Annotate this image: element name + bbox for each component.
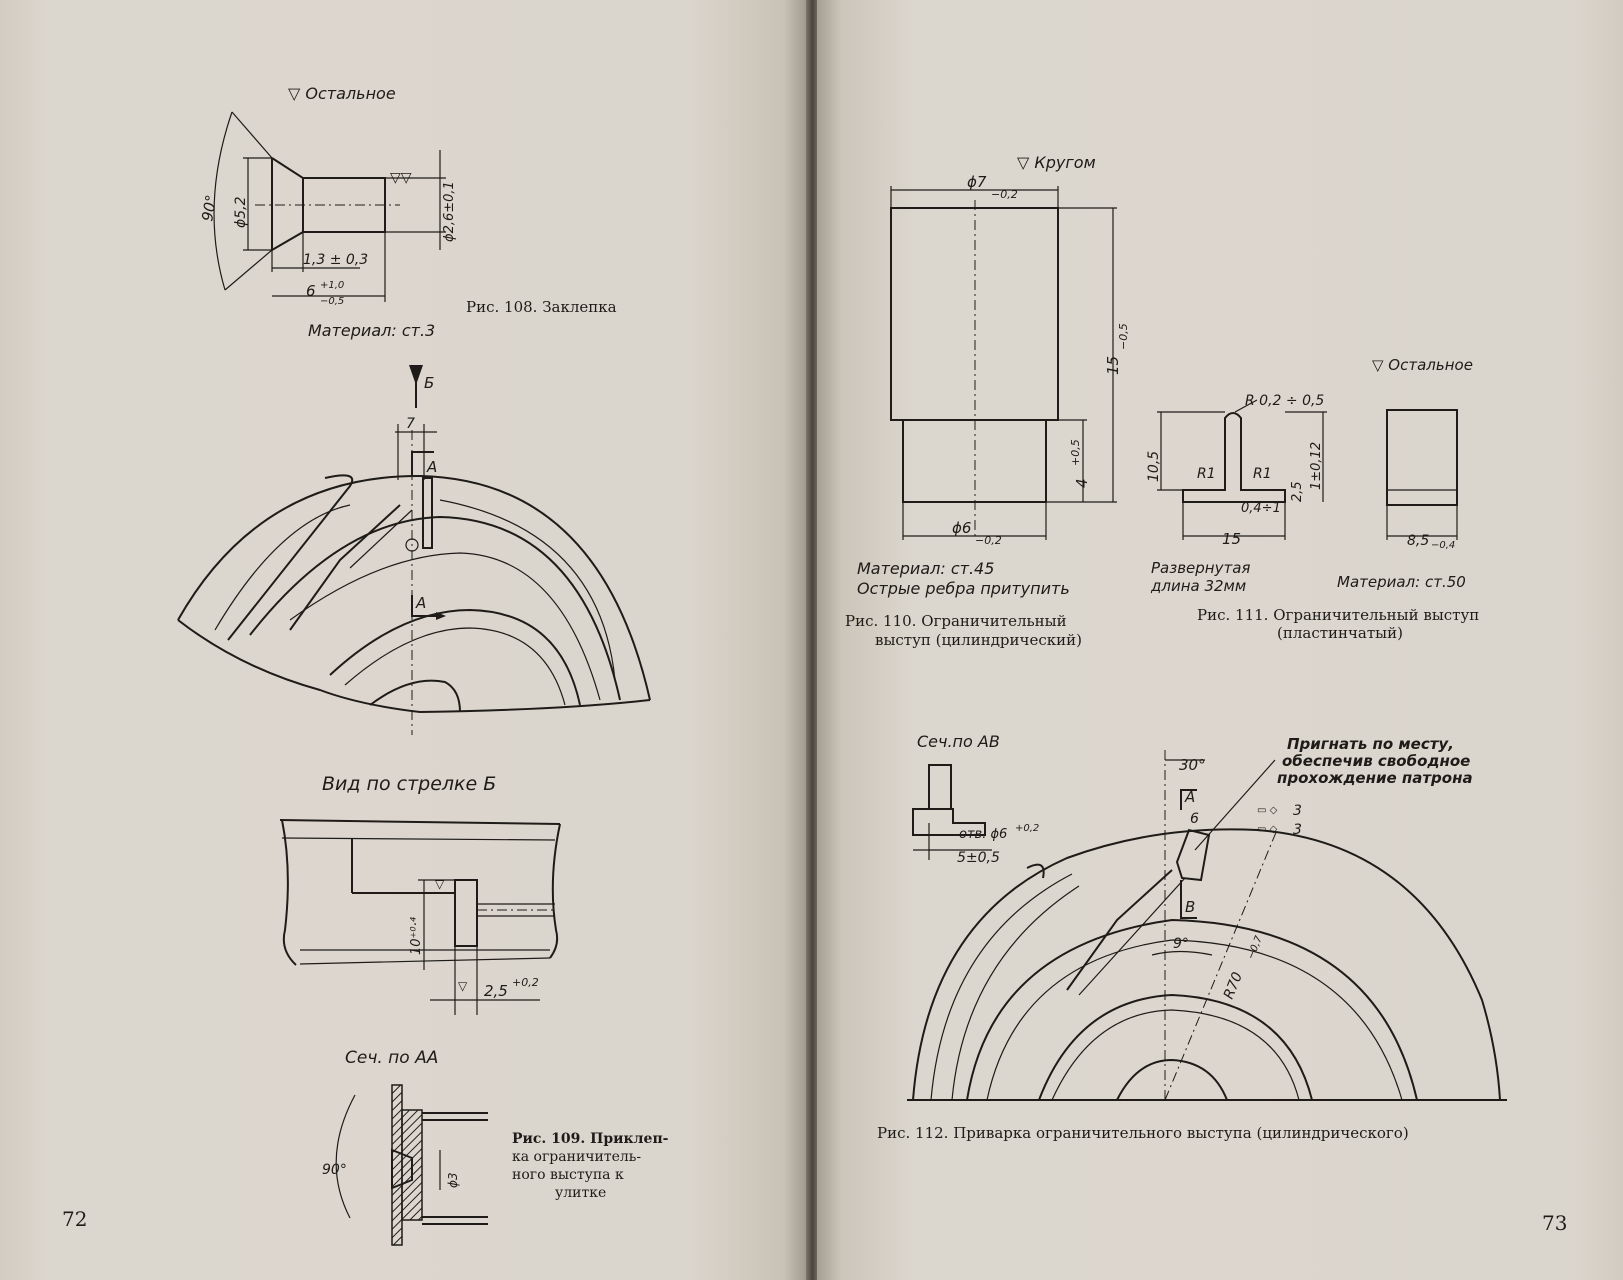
fig112-angle9: 9°	[1173, 936, 1189, 952]
right-page-drawings: ▽ Кругом ϕ7 −0,2 15 −0,5 4 +0,5	[845, 153, 1567, 1235]
fig109-view-width: 2,5	[484, 982, 508, 1000]
fig109-view-width-tol: +0,2	[512, 976, 539, 989]
fig110-pin-len: 4	[1073, 478, 1091, 488]
fig110-pin-len-tol: +0,5	[1069, 439, 1082, 466]
fig108-length-tol-up: +1,0	[320, 280, 344, 291]
fig112-angle30: 30°	[1179, 756, 1206, 774]
fig111-base-h2: 2,5	[1290, 481, 1305, 502]
fig109-sec-a-top: А	[426, 458, 437, 476]
fig111-profile	[1183, 413, 1285, 502]
fig108-shank-dia: ϕ2,6±0,1	[442, 181, 457, 242]
fig109-section-hole: ϕ3	[446, 1172, 460, 1188]
rivet-head	[272, 158, 303, 250]
fig109-section-angle: 90°	[322, 1162, 347, 1178]
fig112-section-title: Сеч.по АВ	[917, 732, 1000, 751]
fig111-top-radius: R 0,2 ÷ 0,5	[1245, 393, 1324, 409]
fig112-section-offset: 5±0,5	[957, 850, 1000, 866]
fig109-view-height: 10⁺⁰·⁴	[409, 916, 424, 955]
left-page-number: 72	[62, 1207, 87, 1231]
fig112-section-hole-tol: +0,2	[1015, 823, 1039, 834]
fig111-length: 15	[1222, 530, 1241, 548]
fig109-view-finish2: ▽	[458, 979, 468, 993]
fig110-top-dia: ϕ7	[967, 173, 987, 191]
fig108-length: 6	[306, 282, 316, 300]
fig111-note-length: длина 32мм	[1150, 577, 1246, 595]
fig112-sec-a: А	[1184, 788, 1195, 806]
fig111-side-view	[1387, 410, 1457, 505]
fig108-head-dia: ϕ5,2	[233, 196, 249, 228]
fig111-side-width-tol: −0,4	[1431, 540, 1455, 551]
fig112-weld-symbol1: ▭ ◇	[1257, 805, 1278, 816]
fig112-weld-symbol2: ▭ ◇	[1257, 824, 1278, 835]
fig109-view-finish1: ▽	[435, 877, 445, 891]
right-page-number: 73	[1542, 1211, 1567, 1235]
fig110-pin-dia-tol: −0,2	[975, 534, 1002, 547]
fig111-side-width: 8,5	[1407, 533, 1429, 549]
fig108-angle: 90°	[198, 193, 220, 222]
fig110-pin-dia: ϕ6	[952, 519, 971, 537]
fig111-base-h: 1±0,12	[1309, 442, 1324, 490]
fig110-drawing: ▽ Кругом ϕ7 −0,2 15 −0,5 4 +0,5	[857, 153, 1130, 598]
fig112-caption: Рис. 112. Приварка ограничительного выст…	[877, 1124, 1409, 1142]
fig111-r-right: R1	[1253, 466, 1272, 482]
fig111-drawing: ▽ Остальное 15 10,5 R 0,2 ÷ 0,5 R1 R1 0,…	[1146, 356, 1473, 595]
fig109-arrow-b: Б	[424, 374, 434, 392]
fig111-finish-note: ▽ Остальное	[1372, 356, 1473, 374]
fig110-note-material: Материал: ст.45	[857, 559, 994, 578]
fig112-weld2: 3	[1293, 822, 1302, 838]
fig110-note-edges: Острые ребра притупить	[857, 579, 1070, 598]
fig108-material: Материал: ст.3	[308, 321, 435, 340]
fig112-radius-tol: −0,7	[1246, 934, 1266, 961]
fig109-dim7: 7	[406, 416, 415, 432]
left-page: ▽ Остальное 90° ϕ5,2 ▽ ▽	[0, 0, 808, 1280]
fig110-caption-line2: выступ (цилиндрический)	[875, 631, 1082, 649]
fig108-length-tol-dn: −0,5	[320, 296, 344, 307]
fig112-dim6: 6	[1190, 811, 1199, 827]
fig112-drawing: Сеч.по АВ отв. ϕ6 +0,2 5±0,5 Пригнать по…	[907, 732, 1507, 1100]
fig112-section-hole: отв. ϕ6	[959, 827, 1007, 842]
fig112-sec-b: В	[1185, 898, 1195, 916]
fig112-note-line2: обеспечив свободное	[1282, 752, 1470, 770]
fig109-caption-line2: ка ограничитель-	[512, 1149, 641, 1165]
fig109-scroll-drawing: Б 7 А	[178, 365, 650, 735]
fig112-note-line3: прохождение патрона	[1277, 769, 1473, 787]
fig111-caption-line1: Рис. 111. Ограничительный выступ	[1197, 606, 1479, 624]
fig110-total-len-tol: −0,5	[1117, 323, 1130, 350]
fig111-material: Материал: ст.50	[1337, 573, 1466, 591]
fig111-thickness: 0,4÷1	[1241, 501, 1281, 516]
fig112-weld1: 3	[1293, 803, 1302, 819]
fig108-rivet-drawing: ▽ Остальное 90° ϕ5,2 ▽▽	[198, 84, 457, 340]
fig111-caption-line2: (пластинчатый)	[1277, 624, 1403, 642]
fig111-height: 10,5	[1146, 451, 1162, 482]
fig109-section-title: Сеч. по АА	[345, 1048, 438, 1068]
fig110-total-len: 15	[1104, 356, 1122, 375]
fig111-note-developed: Развернутая	[1151, 559, 1250, 577]
fig112-radius: R70	[1221, 970, 1246, 1002]
fig109-caption-line3: ного выступа к	[512, 1167, 624, 1183]
fig112-note-line1: Пригнать по месту,	[1287, 735, 1454, 753]
fig109-view-title: Вид по стрелке Б	[322, 773, 496, 795]
fig110-top-dia-tol: −0,2	[991, 188, 1018, 201]
fig108-finish-note: ▽ Остальное	[288, 84, 396, 103]
fig108-caption: Рис. 108. Заклепка	[466, 298, 617, 316]
book-gutter	[806, 0, 819, 1280]
fig109-section-drawing: 90° ϕ3	[322, 1085, 488, 1245]
left-page-drawings: ▽ Остальное 90° ϕ5,2 ▽ ▽	[62, 84, 669, 1280]
right-page: ▽ Кругом ϕ7 −0,2 15 −0,5 4 +0,5	[817, 0, 1623, 1280]
fig108-head-height: 1,3 ± 0,3	[303, 252, 368, 268]
fig109-view-drawing: 10⁺⁰·⁴ ▽ ▽ 2,5 +0,2	[280, 820, 560, 1015]
fig109-sec-a-bottom: А	[415, 594, 426, 612]
fig111-r-left: R1	[1197, 466, 1216, 482]
fig109-caption-line1: Рис. 109. Приклеп-	[512, 1131, 669, 1147]
fig110-caption-line1: Рис. 110. Ограничительный	[845, 612, 1067, 630]
fig109-caption-line4: улитке	[555, 1185, 606, 1201]
fig110-finish-note: ▽ Кругом	[1017, 153, 1096, 172]
